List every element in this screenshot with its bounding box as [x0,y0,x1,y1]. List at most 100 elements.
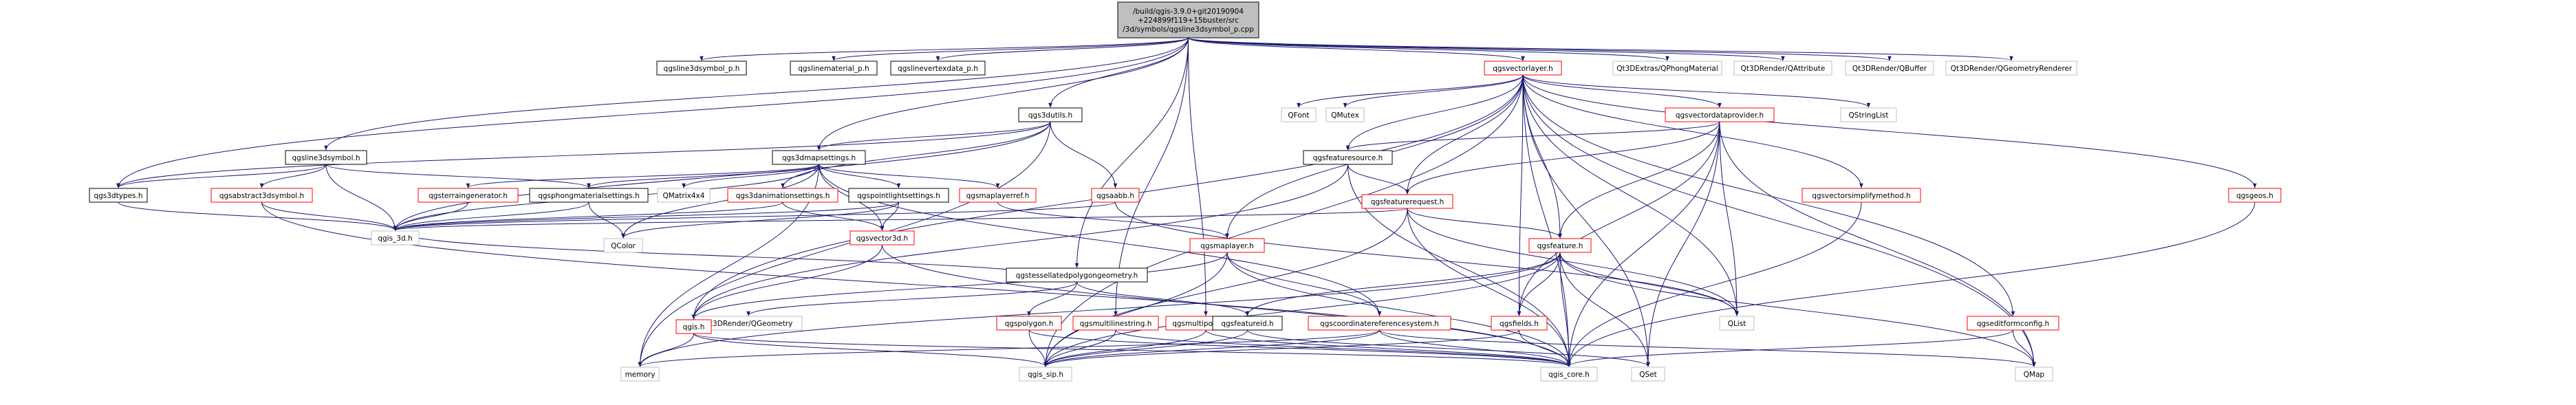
node-box [790,61,878,76]
edge-qgsfeaturerequest-to-qgis_core [1407,208,1571,367]
node-label: Qt3DRender/QGeometryRenderer [1951,65,2072,73]
node-qgis_sip[interactable]: qgis_sip.h [1019,366,1072,382]
node-qmap[interactable]: QMap [2015,366,2053,382]
edge-root-to-qt3drender_qattribute [1188,37,1785,61]
node-qgsfeaturesource[interactable]: qgsfeaturesource.h [1303,150,1393,165]
edge-qgsmultipolygon-to-qgis_core [1205,329,1571,367]
node-root[interactable]: /build/qgis-3.9.0+git20190904+224899f119… [1117,1,1259,39]
node-label: qgsvectorsimplifymethod.h [1812,192,1911,200]
node-label: qgsterraingenerator.h [429,192,508,200]
node-qgsfeatureid[interactable]: qgsfeatureid.h [1212,316,1283,331]
edge-qgs3dmapsettings-to-qgsmaplayerref [819,164,1000,188]
edge-qgsmaplayer-to-qgis_core [1226,252,1571,367]
node-label: QSet [1639,371,1657,379]
node-qstringlist[interactable]: QStringList [1840,107,1897,122]
node-qgs3dmapsettings[interactable]: qgs3dmapsettings.h [772,150,866,165]
node-memory[interactable]: memory [620,366,660,382]
edge-qgsvectorlayer-to-qgsvectorsimplifymethod [1522,74,1863,188]
edge-qgsvectorlayer-to-qgsgeos [1522,74,2257,188]
node-qgsline3dsymbol_p[interactable]: qgsline3dsymbol_p.h [656,61,747,76]
edge-qgs3dutils-to-qgs_3d [393,121,1051,231]
node-qgsgeos[interactable]: qgsgeos.h [2228,188,2282,203]
node-qgsfeaturerequest[interactable]: qgsfeaturerequest.h [1361,194,1453,209]
node-label: qgsfeature.h [1537,242,1583,250]
node-qgstessellatedpolygongeometry[interactable]: qgstessellatedpolygongeometry.h [1006,267,1148,283]
node-label: qgsvector3d.h [856,234,908,243]
node-qgis_core[interactable]: qgis_core.h [1540,366,1598,382]
node-label: Qt3DRender/QBuffer [1852,65,1927,73]
node-qgsvectordataprovider[interactable]: qgsvectordataprovider.h [1665,107,1775,122]
node-qgsabstract3dsymbol[interactable]: qgsabstract3dsymbol.h [210,188,313,203]
edge-qgsfeature-to-memory [638,252,1561,367]
node-qgslinevertexdata_p[interactable]: qgslinevertexdata_p.h [890,61,986,76]
node-qgsfields[interactable]: qgsfields.h [1491,316,1548,331]
node-box [772,150,866,165]
node-label: qgs3danimationsettings.h [736,192,830,200]
node-qfont[interactable]: QFont [1281,107,1317,122]
edge-root-to-qgstessellatedpolygongeometry [1074,37,1189,268]
node-qgsline3dsymbol[interactable]: qgsline3dsymbol.h [285,150,367,165]
node-qgsphongmaterialsettings[interactable]: qgsphongmaterialsettings.h [529,188,649,203]
node-box [890,61,986,76]
edge-qgsfields-to-qgis_core [1519,329,1571,367]
node-qgs_3d[interactable]: qgis_3d.h [371,230,420,245]
node-qgspolygon[interactable]: qgspolygon.h [996,316,1062,331]
edge-qgsterraingenerator-to-qgs_3d [393,201,468,231]
node-qmatrix4x4[interactable]: QMatrix4x4 [657,188,711,203]
node-qt3drender_qgeomrenderer[interactable]: Qt3DRender/QGeometryRenderer [1945,61,2077,76]
edge-qgsfeature-to-qset [1559,252,1650,367]
node-qgsvectorlayer[interactable]: qgsvectorlayer.h [1484,61,1562,76]
node-label: QMatrix4x4 [663,192,705,200]
node-qgsmaplayerref[interactable]: qgsmaplayerref.h [959,188,1037,203]
edge-qgsline3dsymbol-to-qgsphongmaterialsettings [325,164,591,188]
node-qgsterraingenerator[interactable]: qgsterraingenerator.h [418,188,519,203]
node-qt3drender_qgeometry[interactable]: Qt3DRender/QGeometry [694,316,803,331]
edge-qgsabstract3dsymbol-to-qgs_3d [261,201,398,231]
node-qgsvector3d[interactable]: qgsvector3d.h [849,230,915,245]
edge-qgseditformconfig-to-qgis_core [1567,329,2013,367]
edge-qgsvectorlayer-to-qgsfields [1517,74,1524,316]
node-qgsmultilinestring[interactable]: qgsmultilinestring.h [1072,316,1159,331]
node-box [1484,61,1562,76]
node-qgscoordref[interactable]: qgscoordinatereferencesystem.h [1308,316,1451,331]
edge-qgsfeaturerequest-to-qgsfeature [1407,208,1562,239]
edge-root-to-qgsline3dsymbol_p [700,37,1189,61]
node-qgspointlightsettings[interactable]: qgspointlightsettings.h [848,188,949,203]
edge-qgsvectordataprovider-to-qlist [1719,121,1739,316]
edge-qgsaabb-to-qgs_3d [393,201,1116,231]
edge-qgsvectorlayer-to-qgis_sip [1043,74,1524,367]
node-qset[interactable]: QSet [1631,366,1665,382]
node-qt3drender_qattribute[interactable]: Qt3DRender/QAttribute [1733,61,1832,76]
node-label: qgsabstract3dsymbol.h [219,192,304,200]
node-qgsaabb[interactable]: qgsaabb.h [1091,188,1140,203]
node-qgsmaplayer[interactable]: qgsmaplayer.h [1189,238,1265,253]
node-label: QList [1728,320,1746,328]
node-qgslinematerial_p[interactable]: qgslinematerial_p.h [790,61,878,76]
node-qmutex[interactable]: QMutex [1325,107,1365,122]
node-qgis[interactable]: qgis.h [675,319,712,334]
node-label: qgsfeaturerequest.h [1371,198,1444,206]
node-qgsfeature[interactable]: qgsfeature.h [1528,238,1592,253]
node-box [1325,107,1365,122]
node-qgs3danimationsettings[interactable]: qgs3danimationsettings.h [727,188,838,203]
edge-qgsvectorlayer-to-qmutex [1343,74,1524,108]
node-qgs3dutils[interactable]: qgs3dutils.h [1018,107,1083,122]
edge-qgsvectorlayer-to-qgsfeaturerequest [1405,74,1524,195]
edge-qgsfeature-to-qgsfields [1517,252,1561,316]
edge-qgsvectorlayer-to-qmap [1522,74,2036,367]
node-qcolor[interactable]: QColor [603,238,643,253]
node-qgs3dtypes[interactable]: qgs3dtypes.h [89,188,148,203]
edge-qgstessellatedpolygongeometry-to-qt3drender_qgeometry [746,281,1077,316]
node-qt3drender_qbuffer[interactable]: Qt3DRender/QBuffer [1845,61,1934,76]
node-box [1945,61,2077,76]
edge-qgsfeature-to-qmap [1559,252,2036,367]
edge-root-to-qgslinematerial_p [832,37,1189,61]
edge-qgsvectordataprovider-to-qgsfeaturerequest [1405,121,1720,195]
node-label: qgslinematerial_p.h [798,65,869,73]
node-qgsvectorsimplifymethod[interactable]: qgsvectorsimplifymethod.h [1801,188,1921,203]
node-label: /3d/symbols/qgsline3dsymbol_p.cpp [1123,25,1254,34]
node-qlist[interactable]: QList [1719,316,1755,331]
node-qt3dextras_qphong[interactable]: Qt3DExtras/QPhongMaterial [1612,61,1722,76]
node-qgseditformconfig[interactable]: qgseditformconfig.h [1967,316,2059,331]
node-label: qgis_core.h [1548,371,1590,379]
